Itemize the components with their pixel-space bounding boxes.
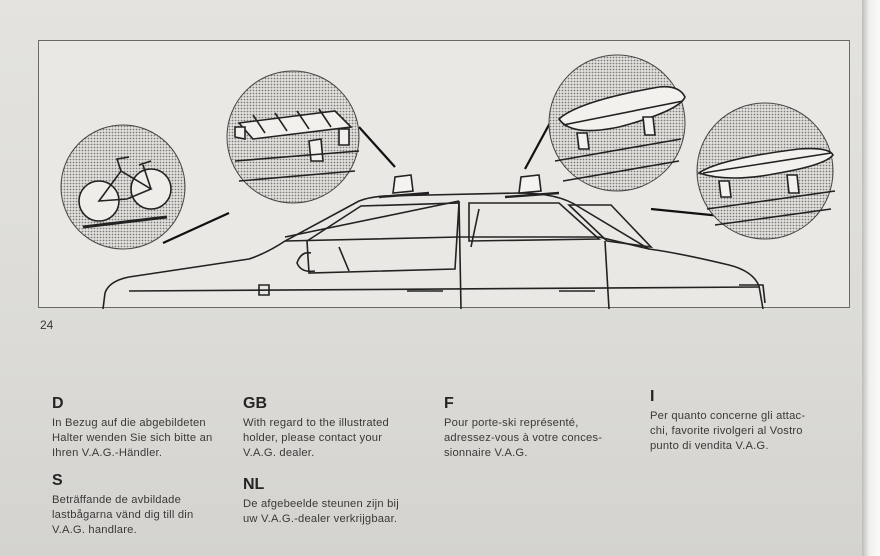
section-english: GB With regard to the illustrated holder… xyxy=(243,395,438,461)
section-italian: I Per quanto concerne gli attac- chi, fa… xyxy=(650,388,850,454)
language-code: I xyxy=(650,388,655,405)
section-dutch: NL De afgebeelde steunen zijn bij uw V.A… xyxy=(243,476,443,527)
language-code: F xyxy=(444,395,454,412)
section-text: Pour porte-ski représenté, adressez-vous… xyxy=(444,417,603,459)
bicycle-carrier-detail xyxy=(60,124,186,250)
manual-page: 24 D In Bezug auf die abgebildeten Halte… xyxy=(0,0,862,556)
section-french: F Pour porte-ski représenté, adressez-vo… xyxy=(444,395,644,461)
roof-box-detail xyxy=(548,54,686,192)
language-code: S xyxy=(52,472,63,489)
section-swedish: S Beträffande de avbildade lastbågarna v… xyxy=(52,472,242,538)
page-number: 24 xyxy=(40,318,54,332)
car-roof-rack-illustration xyxy=(38,40,850,309)
car-drawing xyxy=(60,54,836,309)
section-text: Beträffande de avbildade lastbågarna vän… xyxy=(52,494,194,536)
language-code: NL xyxy=(243,476,265,493)
section-text: Per quanto concerne gli attac- chi, favo… xyxy=(650,410,806,452)
roof-rack-mounts xyxy=(378,174,560,199)
section-german: D In Bezug auf die abgebildeten Halter w… xyxy=(52,395,242,461)
language-code: GB xyxy=(243,395,267,412)
surfboard-carrier-detail xyxy=(696,102,836,240)
section-text: De afgebeelde steunen zijn bij uw V.A.G.… xyxy=(243,498,399,525)
section-text: With regard to the illustrated holder, p… xyxy=(243,417,389,459)
language-code: D xyxy=(52,395,64,412)
section-text: In Bezug auf die abgebildeten Halter wen… xyxy=(52,417,213,459)
binding-edge xyxy=(862,0,880,556)
luggage-rack-detail xyxy=(226,70,360,204)
